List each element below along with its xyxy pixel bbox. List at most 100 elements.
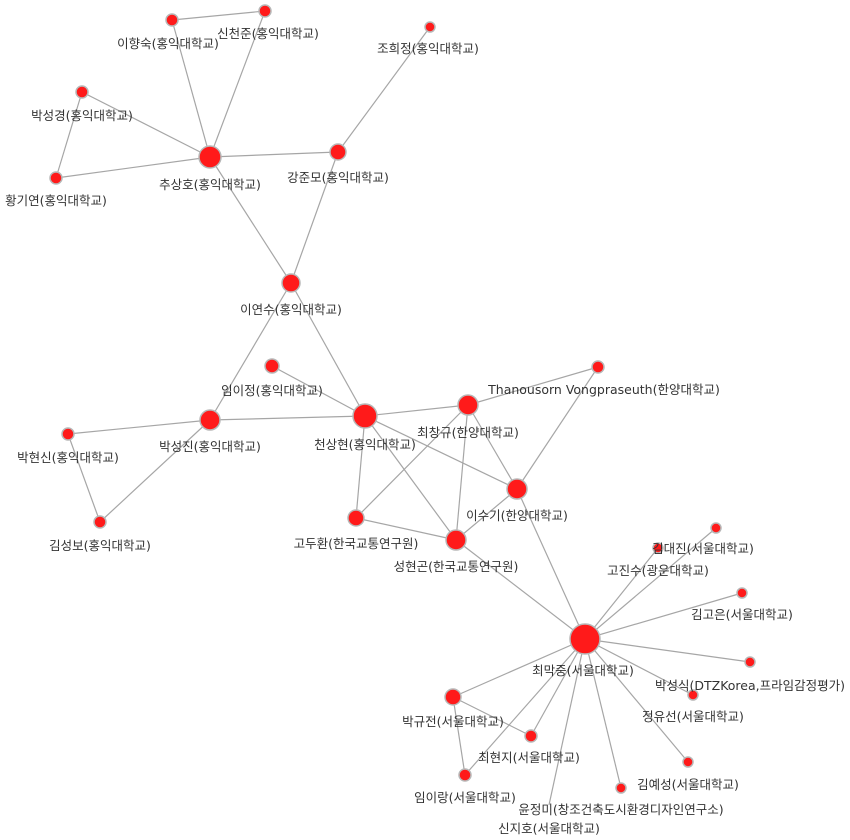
graph-edge <box>516 366 599 490</box>
graph-edge <box>290 282 366 417</box>
graph-edge <box>209 415 366 421</box>
graph-edge <box>81 91 211 158</box>
graph-node[interactable] <box>49 171 63 185</box>
graph-node[interactable] <box>329 143 347 161</box>
graph-edge <box>67 433 101 523</box>
node-label: 김고은(서울대학교) <box>691 607 793 622</box>
graph-node[interactable] <box>281 273 301 293</box>
graph-node[interactable] <box>75 85 89 99</box>
graph-edge <box>337 26 431 153</box>
graph-node[interactable] <box>710 522 722 534</box>
node-label: 임이정(홍익대학교) <box>221 383 323 398</box>
graph-edge <box>584 638 751 663</box>
node-label: 윤정미(창조건축도시환경디자인연구소) <box>518 802 723 817</box>
node-label: 천상현(홍익대학교) <box>314 437 416 452</box>
graph-node[interactable] <box>258 4 272 18</box>
graph-edge <box>55 91 83 179</box>
graph-edge <box>364 415 518 490</box>
graph-edge <box>209 151 339 158</box>
node-label: 신지호(서울대학교) <box>498 821 600 836</box>
node-label: 고진수(광운대학교) <box>607 563 709 578</box>
node-label: 최현지(서울대학교) <box>478 750 580 765</box>
graph-edge <box>209 156 292 284</box>
graph-edge <box>584 638 622 789</box>
graph-node[interactable] <box>61 427 75 441</box>
graph-node[interactable] <box>264 358 280 374</box>
graph-node[interactable] <box>682 756 694 768</box>
node-label: 박현신(홍익대학교) <box>17 450 119 465</box>
graph-edge <box>530 638 586 737</box>
node-label: 최창규(한양대학교) <box>417 425 519 440</box>
graph-edge <box>364 415 457 541</box>
node-label: 김대진(서울대학교) <box>652 541 754 556</box>
node-label: 박성식(DTZKorea,프라임감정평가) <box>655 678 845 693</box>
graph-edge <box>171 19 211 158</box>
graph-edge <box>455 539 586 640</box>
graph-edge <box>455 404 469 541</box>
node-label: 김예성(서울대학교) <box>637 777 739 792</box>
graph-node[interactable] <box>506 478 528 500</box>
graph-edge <box>455 488 518 541</box>
node-label: 조희정(홍익대학교) <box>377 41 479 56</box>
node-label: 이연수(홍익대학교) <box>240 302 342 317</box>
node-label: 김성보(홍익대학교) <box>49 538 151 553</box>
graph-edge <box>548 638 586 806</box>
graph-edge <box>584 547 659 640</box>
graph-node[interactable] <box>165 13 179 27</box>
graph-edge <box>452 638 586 698</box>
graph-edge <box>209 282 292 421</box>
node-label: 정유선(서울대학교) <box>642 709 744 724</box>
graph-edge <box>516 488 586 640</box>
node-label: 신천준(홍익대학교) <box>217 26 319 41</box>
graph-node[interactable] <box>736 587 748 599</box>
graph-edge <box>67 419 211 435</box>
graph-edge <box>364 404 469 417</box>
graph-edge <box>584 638 689 763</box>
label-layer: 신천준(홍익대학교)이향숙(홍익대학교)조희정(홍익대학교)박성경(홍익대학교)… <box>5 26 845 836</box>
graph-edge <box>290 151 339 284</box>
graph-node[interactable] <box>687 689 699 701</box>
node-label: 성현곤(한국교통연구원) <box>394 559 519 574</box>
graph-node[interactable] <box>744 656 756 668</box>
node-label: 추상호(홍익대학교) <box>159 177 261 192</box>
graph-node[interactable] <box>199 409 221 431</box>
graph-edge <box>271 365 366 417</box>
graph-edge <box>99 419 211 523</box>
node-label: 임이랑(서울대학교) <box>414 790 516 805</box>
graph-node[interactable] <box>445 529 467 551</box>
graph-node[interactable] <box>615 782 627 794</box>
graph-edge <box>55 156 211 179</box>
node-label: 강준모(홍익대학교) <box>287 170 389 185</box>
graph-edge <box>467 404 518 490</box>
graph-edge <box>584 638 694 696</box>
graph-node[interactable] <box>569 623 601 655</box>
graph-node[interactable] <box>198 145 222 169</box>
node-label: 황기연(홍익대학교) <box>5 193 107 208</box>
graph-edge <box>355 517 457 541</box>
edge-layer <box>55 10 751 806</box>
node-label: 이수기(한양대학교) <box>466 508 568 523</box>
graph-edge <box>584 592 743 640</box>
node-label: 박규전(서울대학교) <box>402 714 504 729</box>
graph-node[interactable] <box>591 360 605 374</box>
graph-edge <box>464 638 586 776</box>
graph-node[interactable] <box>93 515 107 529</box>
node-layer <box>49 4 756 794</box>
graph-edge <box>452 696 466 776</box>
graph-edge <box>584 527 717 640</box>
graph-node[interactable] <box>352 403 378 429</box>
node-label: 박성진(홍익대학교) <box>159 439 261 454</box>
node-label: 박성경(홍익대학교) <box>31 108 133 123</box>
graph-node[interactable] <box>424 21 436 33</box>
graph-node[interactable] <box>458 768 472 782</box>
graph-node[interactable] <box>457 394 479 416</box>
graph-edge <box>171 10 266 21</box>
node-label: Thanousorn Vongpraseuth(한양대학교) <box>487 382 720 397</box>
graph-edge <box>452 696 532 737</box>
graph-node[interactable] <box>347 509 365 527</box>
graph-edge <box>355 415 366 519</box>
graph-node[interactable] <box>444 688 462 706</box>
graph-node[interactable] <box>524 729 538 743</box>
graph-node[interactable] <box>652 542 664 554</box>
